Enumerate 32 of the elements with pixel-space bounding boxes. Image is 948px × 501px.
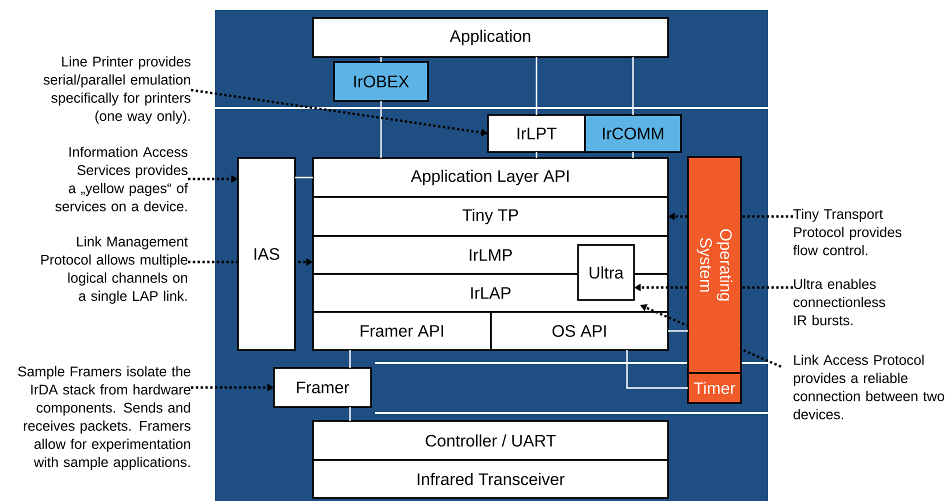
- protocol-box: IrCOMM: [584, 114, 682, 153]
- layer-box: OS API: [490, 311, 669, 351]
- protocol-box: Ultra: [577, 244, 635, 301]
- timer-box: Timer: [687, 372, 742, 404]
- callout-text: Information Access Services provides a „yellow pages“ of services on a device.: [55, 146, 188, 212]
- callout-text: Sample Framers isolate the IrDA stack from hardware components. Sends and receives packets. Framers allow for experimentation with sample applications.: [18, 366, 190, 470]
- connector-line: [380, 101, 382, 158]
- service-box: IAS: [237, 157, 296, 351]
- callout-text: Link Access Protocol provides a reliable connection between two devices.: [794, 354, 944, 420]
- layer-box: Tiny TP: [312, 196, 669, 237]
- connector-line: [349, 407, 351, 421]
- connector-line: [632, 152, 634, 158]
- connector-line: [380, 57, 382, 62]
- connector-line: [536, 152, 538, 158]
- layer-box: Application Layer API: [312, 157, 669, 198]
- connector-line: [295, 176, 313, 178]
- connector-line: [349, 350, 351, 368]
- connector-line: [536, 57, 538, 115]
- layer-box: Controller / UART: [312, 420, 669, 461]
- protocol-box: Framer: [273, 367, 372, 408]
- callout-text: Link Management Protocol allows multiple logical channels on a single LAP link.: [41, 236, 188, 304]
- connector-line: [632, 57, 634, 115]
- protocol-box: IrLPT: [487, 114, 586, 153]
- connector-line: [668, 330, 688, 332]
- layer-box: Application: [312, 17, 669, 58]
- layer-box: Framer API: [312, 311, 492, 351]
- callout-text: Ultra enables connectionless IR bursts.: [794, 278, 886, 326]
- layer-box: Infrared Transceiver: [312, 459, 669, 499]
- callout-text: Line Printer provides serial/parallel emulation specifically for printers (one way only).: [44, 56, 190, 124]
- protocol-box: IrOBEX: [333, 61, 429, 102]
- connector-line: [626, 350, 688, 389]
- callout-text: Tiny Transport Protocol provides flow control.: [793, 208, 902, 256]
